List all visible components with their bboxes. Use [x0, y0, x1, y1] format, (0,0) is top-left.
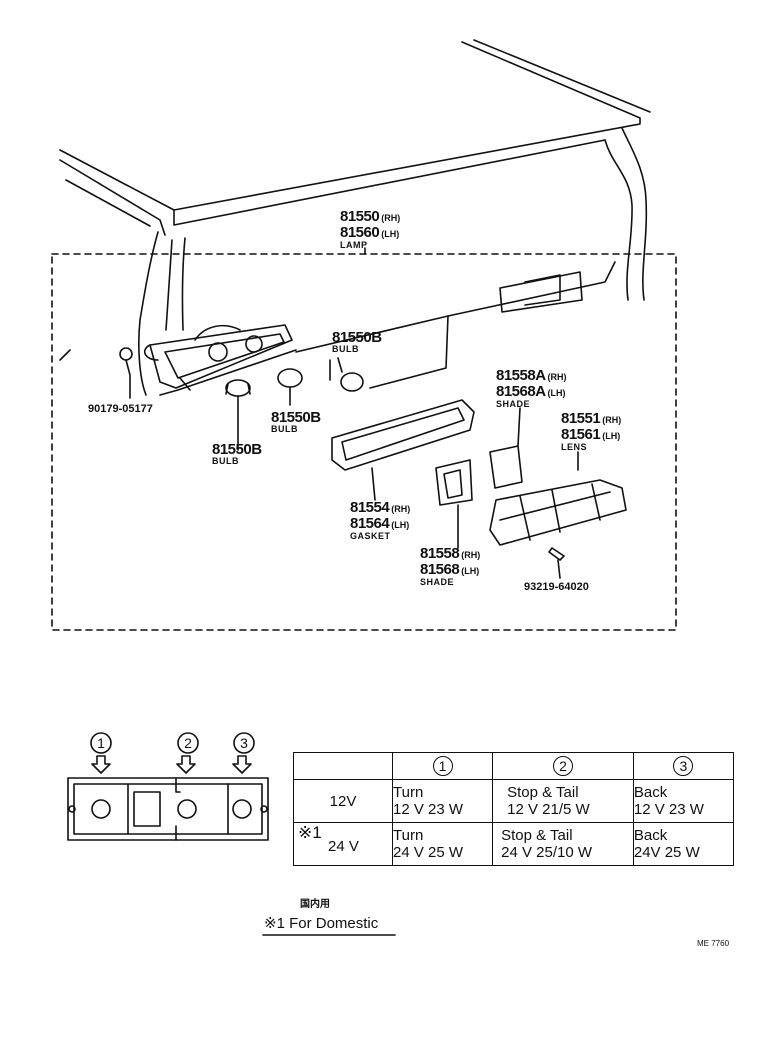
truck-bed-drawing — [59, 39, 651, 396]
table-header-3: 3 — [632, 752, 735, 780]
voltage-cell: 12V — [293, 779, 393, 823]
lens-screw-drawing — [548, 547, 565, 579]
gasket-drawing — [331, 399, 475, 501]
note-japanese: 国内用 — [300, 899, 330, 910]
detail-boundary — [51, 253, 677, 631]
bulb-label-low: 81550B BULB — [212, 441, 262, 466]
table-corner — [293, 752, 393, 780]
screw-90179-label: 90179-05177 — [88, 403, 153, 415]
screw-90179-drawing — [119, 347, 133, 399]
callout-1: 1 — [97, 735, 105, 751]
gasket-label: 81554(RH) 81564(LH) GASKET — [350, 499, 411, 541]
lens-screw-label: 93219-64020 — [524, 581, 589, 593]
domestic-mark: ※1 — [298, 823, 322, 842]
bulb-label-mid: 81550B BULB — [271, 409, 321, 434]
bulb-label-top: 81550B BULB — [332, 329, 382, 354]
lens-label: 81551(RH) 81561(LH) LENS — [561, 410, 622, 452]
callout-3: 3 — [240, 735, 248, 751]
reference-code: ME 7760 — [697, 939, 730, 948]
lamp-label: 81550(RH) 81560(LH) LAMP — [340, 208, 401, 250]
lamp-housing-drawing — [143, 324, 293, 391]
bulbs-drawing — [225, 357, 364, 451]
shade-label: 81558(RH) 81568(LH) SHADE — [420, 545, 481, 587]
lens-drawing — [489, 451, 627, 546]
table-header-2: 2 — [492, 752, 634, 780]
callout-2: 2 — [184, 735, 192, 751]
note-domestic: ※1 For Domestic — [264, 915, 379, 932]
shade-a-label: 81558A(RH) 81568A(LH) SHADE — [496, 367, 567, 409]
lamp-face-illustration — [67, 755, 269, 841]
shade-drawing — [435, 407, 523, 549]
table-header-1: 1 — [391, 752, 494, 780]
